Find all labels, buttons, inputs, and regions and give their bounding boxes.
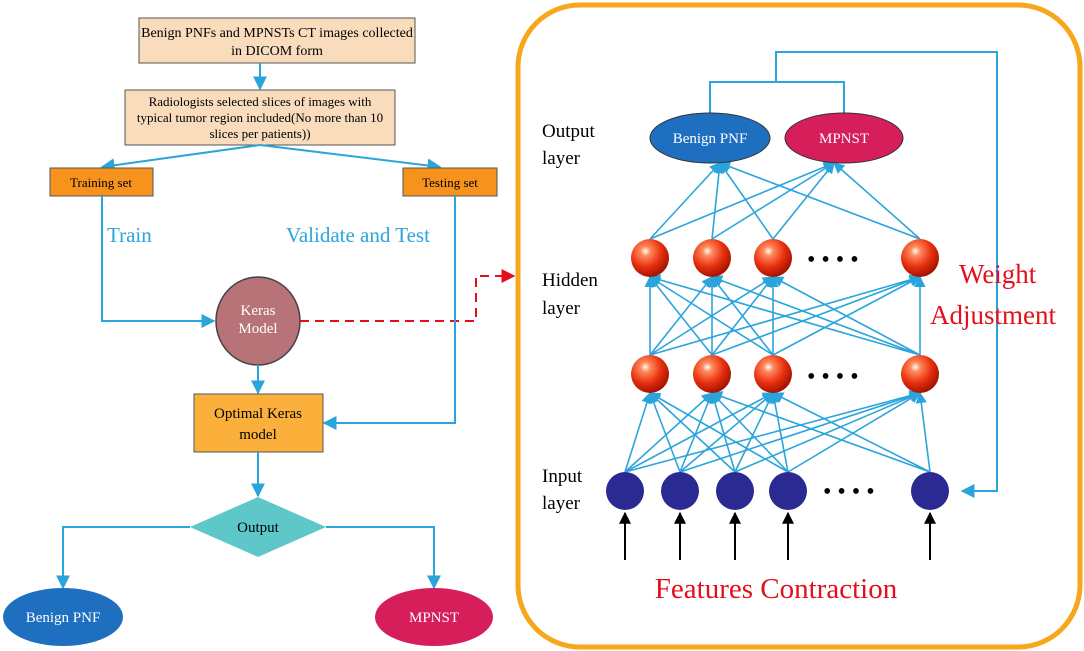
- edge-input-0-hidden1-0: [624, 391, 653, 473]
- output-layer-label-2: layer: [542, 148, 581, 169]
- hidden-node-row2-2: [754, 355, 792, 393]
- features-contraction-label: Features Contraction: [655, 573, 898, 605]
- optimal-model-line1: Optimal Keras: [214, 406, 302, 422]
- edge-input-2-hidden1-3: [734, 391, 922, 473]
- arrow-to-testing: [259, 144, 442, 173]
- edge-input-1-hidden1-0: [648, 391, 681, 473]
- keras-model-line2: Model: [238, 321, 277, 337]
- edge-hidden2-3-output-1: [833, 162, 921, 240]
- select-box-line3: slices per patients)): [209, 126, 310, 141]
- edge-hidden1-1-hidden2-0: [649, 276, 713, 356]
- edge-input-4-hidden1-1: [710, 391, 931, 473]
- result-mpnst-node: [375, 588, 493, 646]
- hidden-node-row1-1: [693, 239, 731, 277]
- edge-hidden1-2-hidden2-1: [711, 276, 774, 356]
- hidden-node-row1-0: [631, 239, 669, 277]
- output-diamond: [190, 497, 326, 557]
- output-diamond-label: Output: [237, 520, 280, 536]
- input-ellipsis: • • • •: [823, 479, 875, 505]
- output-bracket: [709, 81, 845, 113]
- edge-hidden1-3-hidden2-0: [648, 274, 921, 356]
- edge-hidden2-1-output-0: [711, 161, 725, 240]
- select-box-line2: typical tumor region included(No more th…: [137, 110, 383, 125]
- edge-hidden2-0-output-0: [649, 162, 721, 240]
- select-box-line1: Radiologists selected slices of images w…: [149, 94, 372, 109]
- edge-input-3-hidden1-2: [769, 391, 789, 473]
- network-frame: [515, 2, 1083, 650]
- input-node-1: [661, 472, 699, 510]
- input-node-0: [606, 472, 644, 510]
- weight-adjustment-line1: Weight: [959, 259, 1037, 289]
- hidden-node-row2-3: [901, 355, 939, 393]
- collect-box-line1: Benign PNFs and MPNSTs CT images collect…: [141, 26, 413, 41]
- output-layer-label-1: Output: [542, 121, 596, 142]
- optimal-model-box: [193, 393, 324, 453]
- edge-hidden2-0-output-1: [649, 161, 836, 240]
- hidden-row1-ellipsis: • • • •: [807, 247, 859, 273]
- arrow-output-to-mpnst: [326, 526, 441, 590]
- output-node-benign-label: Benign PNF: [673, 131, 748, 147]
- validate-label: Validate and Test: [286, 223, 430, 247]
- arrow-output-to-benign: [56, 526, 190, 590]
- input-node-2: [716, 472, 754, 510]
- arrow-train-to-keras: [101, 196, 216, 328]
- edge-input-4-hidden1-3: [915, 391, 931, 473]
- output-node-mpnst: [784, 112, 904, 164]
- edge-hidden1-2-hidden2-0: [649, 276, 774, 356]
- edge-hidden2-1-output-1: [711, 162, 835, 240]
- input-node-4: [911, 472, 949, 510]
- edge-input-2-hidden1-2: [734, 391, 774, 473]
- edge-hidden1-3-hidden2-1: [710, 275, 921, 356]
- edge-input-0-hidden1-1: [624, 392, 713, 473]
- edge-hidden2-2-output-0: [719, 162, 774, 240]
- edge-input-3-hidden1-1: [711, 392, 789, 473]
- feedback-loop: [775, 51, 998, 498]
- input-node-3: [769, 472, 807, 510]
- output-node-mpnst-label: MPNST: [819, 131, 869, 147]
- network-panel: Output layer Hidden layer Input layer Be…: [515, 2, 1083, 650]
- arrow-to-training: [100, 144, 261, 173]
- select-box: [124, 89, 396, 146]
- testing-set-label: Testing set: [422, 175, 478, 190]
- flowchart: Benign PNFs and MPNSTs CT images collect…: [3, 17, 516, 646]
- edge-input-1-hidden1-2: [679, 392, 774, 473]
- collect-box-line2: in DICOM form: [231, 44, 323, 59]
- hidden-row2-ellipsis: • • • •: [807, 364, 859, 390]
- dashed-link-to-network: [300, 269, 516, 322]
- testing-set-box: [402, 167, 498, 197]
- edge-input-2-hidden1-1: [709, 391, 736, 473]
- input-layer-label-2: layer: [542, 493, 581, 514]
- edge-input-1-hidden1-1: [679, 391, 714, 473]
- keras-model-line1: Keras: [241, 303, 276, 319]
- hidden-layer-label-1: Hidden: [542, 270, 598, 291]
- network-connections: [624, 161, 931, 473]
- hidden-layer-label-2: layer: [542, 298, 581, 319]
- edge-hidden2-2-output-1: [772, 162, 835, 240]
- hidden-node-row1-2: [754, 239, 792, 277]
- hidden-node-row2-0: [631, 355, 669, 393]
- weight-adjustment-line2: Adjustment: [930, 300, 1056, 330]
- edge-hidden1-3-hidden2-2: [772, 276, 921, 356]
- edge-input-4-hidden1-2: [771, 392, 931, 473]
- edge-hidden2-3-output-0: [718, 161, 921, 240]
- optimal-model-line2: model: [239, 427, 277, 443]
- arrow-test-to-optimal: [322, 196, 456, 430]
- network-nodes: [606, 239, 949, 560]
- edge-input-3-hidden1-3: [787, 392, 921, 473]
- training-set-label: Training set: [70, 175, 132, 190]
- collect-box: [138, 17, 416, 64]
- result-mpnst-label: MPNST: [409, 610, 459, 626]
- train-label: Train: [107, 223, 152, 247]
- edge-input-2-hidden1-0: [649, 392, 736, 473]
- input-layer-label-1: Input: [542, 466, 583, 487]
- hidden-node-row1-3: [901, 239, 939, 277]
- edge-input-3-hidden1-0: [649, 392, 789, 473]
- output-node-benign: [649, 112, 771, 164]
- result-benign-node: [3, 588, 123, 646]
- hidden-node-row2-1: [693, 355, 731, 393]
- result-benign-label: Benign PNF: [26, 610, 101, 626]
